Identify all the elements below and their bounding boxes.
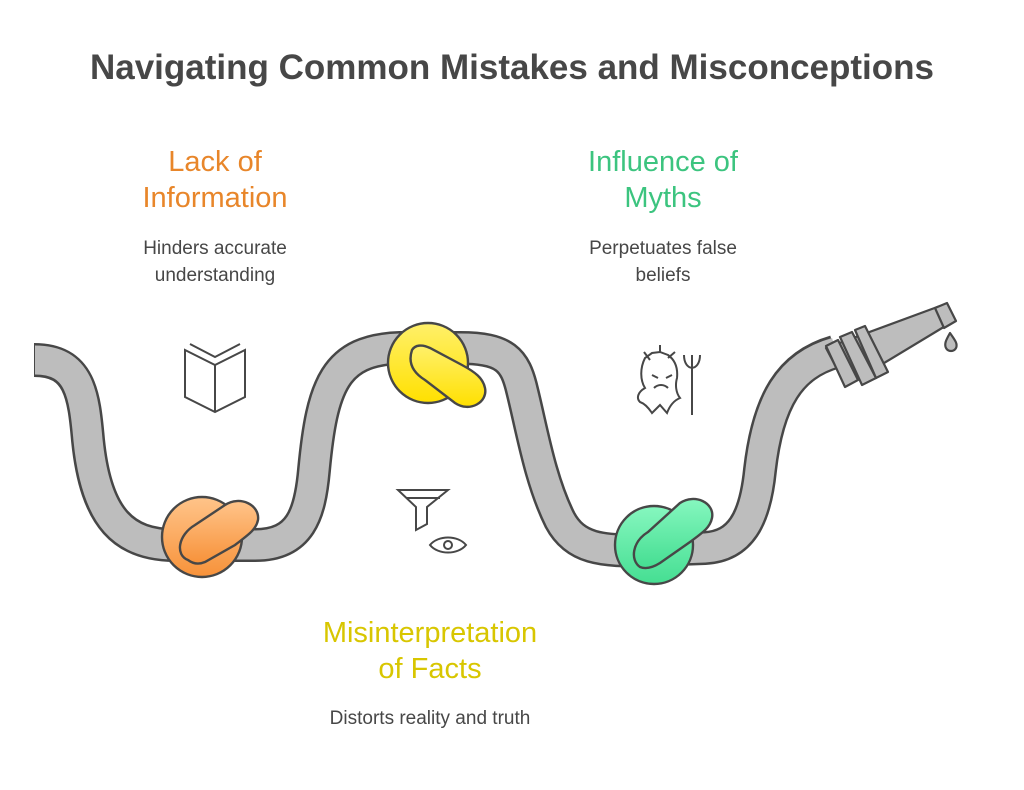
heading-line: Influence of: [588, 146, 738, 178]
item-desc-influence-of-myths: Perpetuates false beliefs: [548, 235, 778, 289]
open-book-icon: [184, 343, 246, 414]
heading-line: Lack of: [168, 146, 262, 178]
poseidon-trident-icon: [636, 345, 701, 415]
heading-line: of Facts: [378, 653, 482, 685]
desc-line: Distorts reality and truth: [329, 708, 531, 729]
desc-line: understanding: [154, 265, 276, 286]
desc-line: Perpetuates false: [589, 238, 737, 259]
heading-line: Misinterpretation: [322, 617, 538, 649]
item-heading-misinterpretation-of-facts: Misinterpretation of Facts: [280, 615, 580, 687]
item-desc-lack-of-information: Hinders accurate understanding: [100, 235, 330, 289]
knot-orange: [160, 495, 260, 579]
item-heading-lack-of-information: Lack of Information: [100, 144, 330, 216]
funnel-eye-icon: [395, 489, 468, 554]
hose: [32, 331, 841, 568]
item-desc-misinterpretation-of-facts: Distorts reality and truth: [280, 705, 580, 732]
heading-line: Information: [142, 182, 288, 214]
knot-green: [613, 497, 714, 586]
desc-line: Hinders accurate: [143, 238, 287, 259]
heading-line: Myths: [624, 182, 702, 214]
hose-nozzle: [824, 301, 958, 389]
desc-line: beliefs: [635, 265, 691, 286]
knot-yellow: [386, 321, 487, 409]
diagram-title: Navigating Common Mistakes and Misconcep…: [89, 48, 935, 87]
water-drop-icon: [944, 331, 958, 353]
item-heading-influence-of-myths: Influence of Myths: [548, 144, 778, 216]
